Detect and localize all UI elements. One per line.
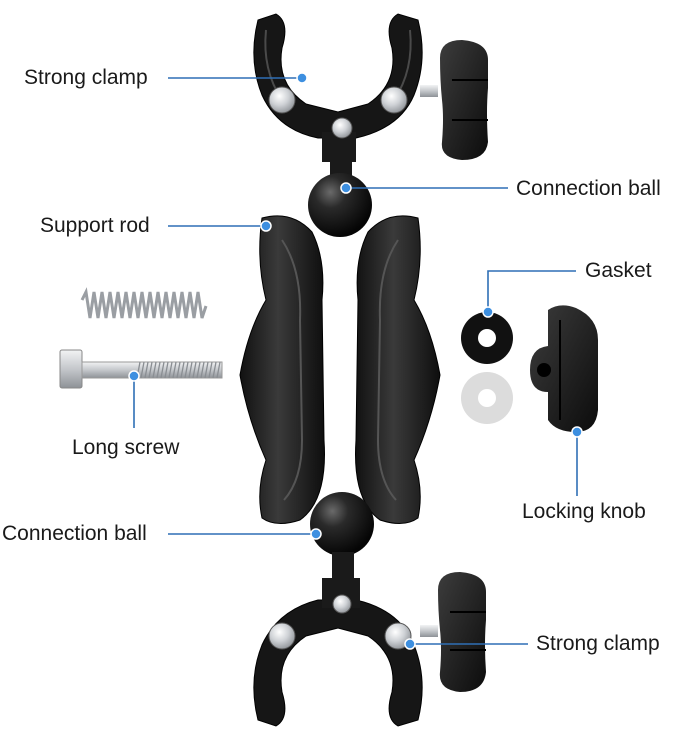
marker-dot bbox=[296, 72, 308, 84]
spring bbox=[80, 287, 208, 319]
long-screw bbox=[59, 349, 223, 389]
marker-dot bbox=[340, 182, 352, 194]
support-rod-left bbox=[239, 215, 325, 524]
leader-gasket bbox=[487, 270, 576, 312]
label-locking-knob: Locking knob bbox=[522, 500, 646, 523]
marker-dot bbox=[482, 306, 494, 318]
marker-dot bbox=[128, 370, 140, 382]
label-support-rod: Support rod bbox=[40, 214, 150, 237]
locking-knob bbox=[530, 305, 598, 432]
leader-lines bbox=[133, 77, 578, 645]
top-clamp bbox=[253, 13, 488, 237]
label-connection-ball-bottom: Connection ball bbox=[2, 522, 147, 545]
marker-dot bbox=[571, 426, 583, 438]
bottom-clamp bbox=[253, 492, 486, 727]
marker-dot bbox=[310, 528, 322, 540]
gasket-white bbox=[461, 372, 513, 424]
marker-dot bbox=[260, 220, 272, 232]
support-rod-right bbox=[355, 215, 441, 524]
label-strong-clamp-top: Strong clamp bbox=[24, 66, 148, 89]
marker-dots bbox=[128, 72, 583, 650]
label-gasket: Gasket bbox=[585, 259, 652, 282]
label-long-screw: Long screw bbox=[72, 436, 180, 459]
label-connection-ball-top: Connection ball bbox=[516, 177, 661, 200]
label-strong-clamp-bottom: Strong clamp bbox=[536, 632, 660, 655]
marker-dot bbox=[404, 638, 416, 650]
gasket-black bbox=[461, 312, 513, 364]
